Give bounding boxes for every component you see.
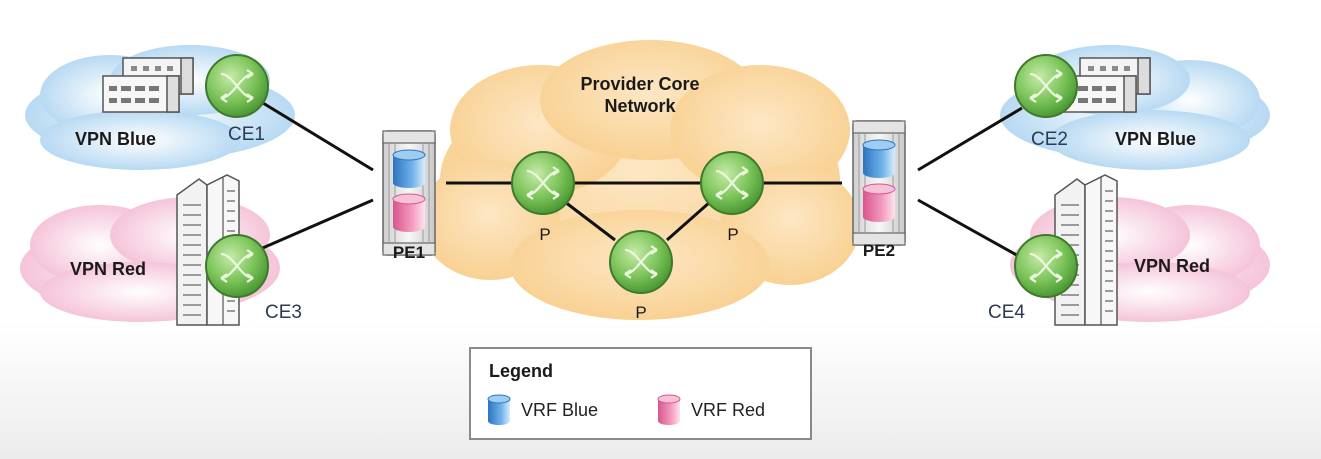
link-pe2-ce2 <box>917 106 1023 172</box>
pe1-router-icon[interactable] <box>382 130 436 256</box>
p-left-router-icon[interactable] <box>510 150 576 216</box>
pe2-label: PE2 <box>863 241 895 260</box>
cylinder-icon <box>657 394 681 425</box>
legend-item-vrf-red: VRF Red <box>657 393 765 427</box>
core-title-line2: Network <box>604 96 676 116</box>
ce4-label: CE4 <box>988 302 1025 323</box>
ce4-router-icon[interactable] <box>1013 233 1079 299</box>
core-title-line1: Provider Core <box>580 74 699 94</box>
link-ce3-pe1 <box>257 198 374 252</box>
links <box>257 98 1023 260</box>
pe2-router-icon[interactable] <box>852 120 906 246</box>
legend-label-vrf-red: VRF Red <box>691 399 766 420</box>
site-label-left-blue: VPN Blue <box>75 129 156 149</box>
p-bottom-label: P <box>635 303 646 322</box>
p-bottom-router-icon[interactable] <box>608 229 674 295</box>
ce2-router-icon[interactable] <box>1013 53 1079 119</box>
link-ce1-pe1 <box>257 98 374 172</box>
site-label-left-red: VPN Red <box>70 259 146 279</box>
pe1-label: PE1 <box>393 243 425 262</box>
ce1-label: CE1 <box>228 124 265 145</box>
site-label-right-blue: VPN Blue <box>1115 129 1196 149</box>
link-pe2-ce4 <box>917 198 1023 260</box>
p-left-label: P <box>539 225 550 244</box>
legend-item-vrf-blue: VRF Blue <box>487 393 598 427</box>
p-right-router-icon[interactable] <box>699 150 765 216</box>
link-p-bottom-p-right <box>666 200 711 242</box>
ce3-label: CE3 <box>265 302 302 323</box>
legend-title: Legend <box>489 361 554 381</box>
ce2-label: CE2 <box>1031 129 1068 150</box>
legend: Legend VRF Blue VRF Red <box>469 347 812 440</box>
ce1-router-icon[interactable] <box>204 53 270 119</box>
ce3-router-icon[interactable] <box>204 233 270 299</box>
site-label-right-red: VPN Red <box>1134 256 1210 276</box>
legend-label-vrf-blue: VRF Blue <box>521 399 599 420</box>
cylinder-icon <box>487 394 511 425</box>
p-right-label: P <box>727 225 738 244</box>
link-p-left-p-bottom <box>564 200 616 242</box>
